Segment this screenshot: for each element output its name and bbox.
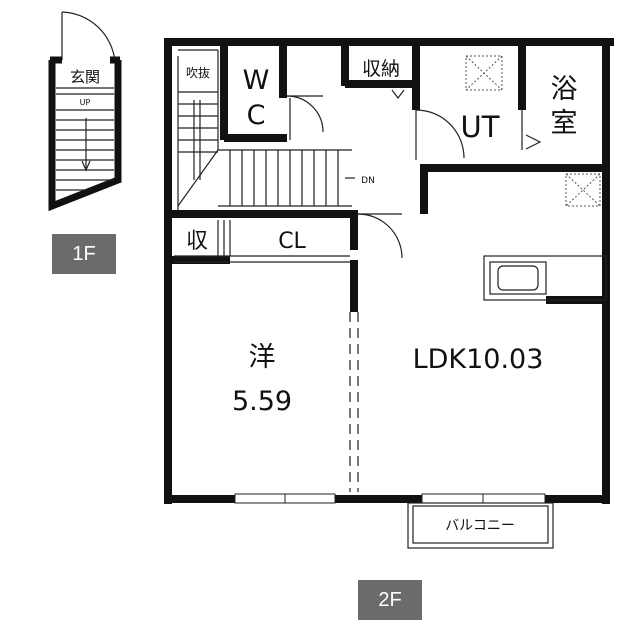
ldk-label: LDK10.03 [413,344,544,375]
stairs-up-label: UP [80,98,91,107]
balcony-label: バルコニー [445,518,515,534]
balcony-outline [407,502,554,549]
floor-1-badge: 1F [52,234,116,274]
wc-label-w: W [243,65,270,96]
arrow-down-icon [81,160,91,172]
bath-label-1: 浴 [551,74,578,105]
kitchen-counter [483,255,607,301]
western-room-label: 洋 [249,342,276,373]
open-ceiling-label: 吹抜 [186,66,210,80]
floor-1-walls [48,60,122,212]
closet-label: CL [278,229,306,254]
entrance-door-swing [61,11,116,63]
entrance-label: 玄関 [70,68,100,86]
floor-1-plan [48,11,122,212]
western-room-size: 5.59 [232,386,292,417]
wc-label-c: C [247,100,266,131]
stairs-down-label: DN [361,176,375,186]
floor-2-badge: 2F [358,580,422,620]
bath-label-2: 室 [551,108,578,139]
floor-2-interior-walls [168,42,606,312]
utility-label: UT [461,110,500,144]
sink-icon [497,265,539,291]
floor-2-stairs [177,49,355,210]
floor-2-outer-walls [164,38,614,504]
floor-1-stairs [56,109,114,191]
ventilation-marks [465,55,601,207]
small-storage-label: 収 [186,229,208,254]
storage-top-label: 収納 [362,58,400,80]
door-swings [286,89,542,259]
thin-partitions [174,98,359,492]
